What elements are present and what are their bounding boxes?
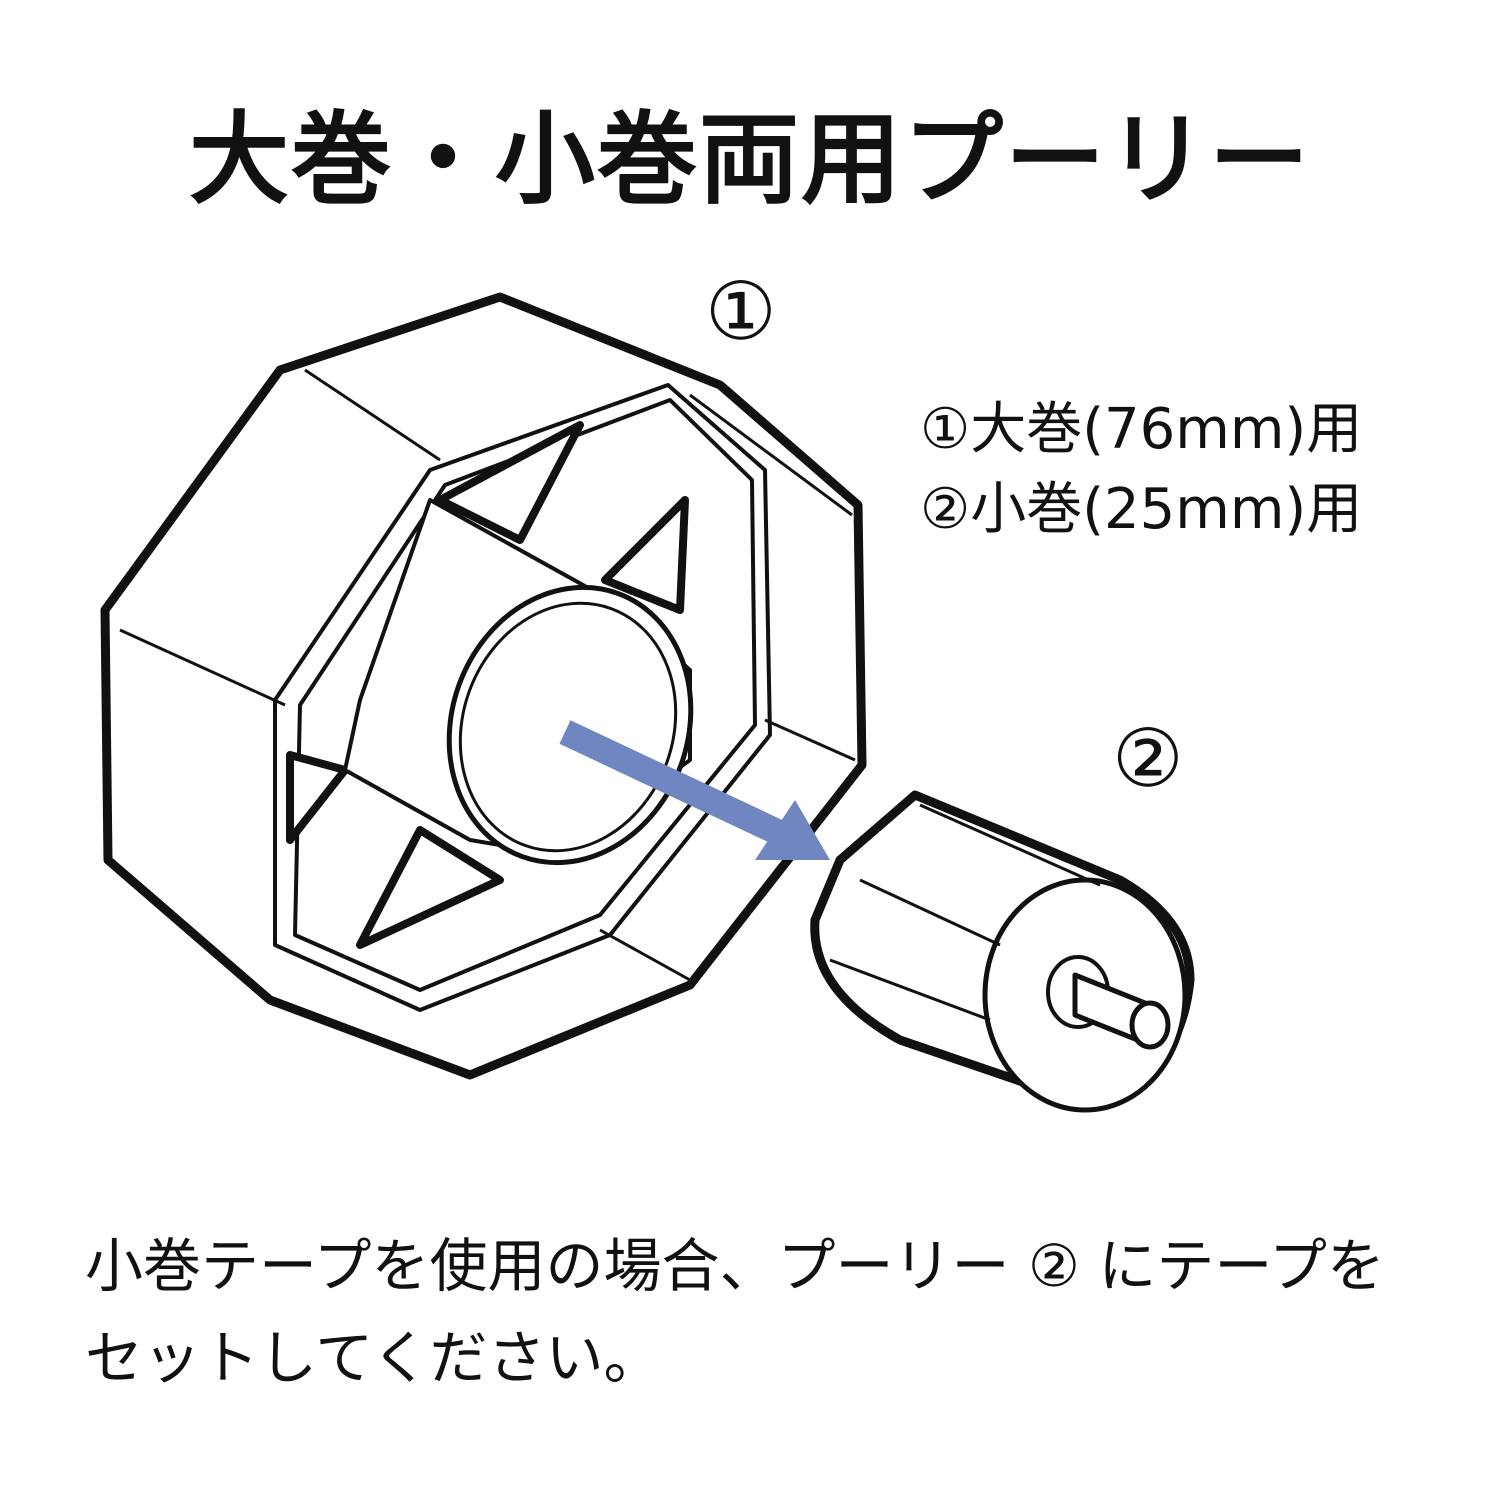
legend: ①大巻(76mm)用 ②小巻(25mm)用 [920, 390, 1362, 550]
spoke-window [286, 751, 349, 844]
part2-label: ② [1112, 712, 1184, 805]
legend-item-small: ②小巻(25mm)用 [920, 477, 1363, 542]
note-line-2: セットしてください。 [85, 1324, 662, 1392]
legend-item-large: ①大巻(76mm)用 [920, 397, 1363, 462]
note-line-1: 小巻テープを使用の場合、プーリー ② にテープを [85, 1232, 1385, 1300]
instruction-note: 小巻テープを使用の場合、プーリー ② にテープを セットしてください。 [85, 1220, 1385, 1404]
small-pulley [810, 790, 1195, 1113]
part1-label: ① [705, 265, 777, 358]
direction-arrow [559, 720, 830, 860]
large-pulley [100, 292, 867, 1080]
spoke-window [356, 826, 504, 949]
spoke-window [436, 421, 584, 544]
page-title: 大巻・小巻両用プーリー [189, 101, 1311, 218]
spoke-window [601, 496, 689, 614]
